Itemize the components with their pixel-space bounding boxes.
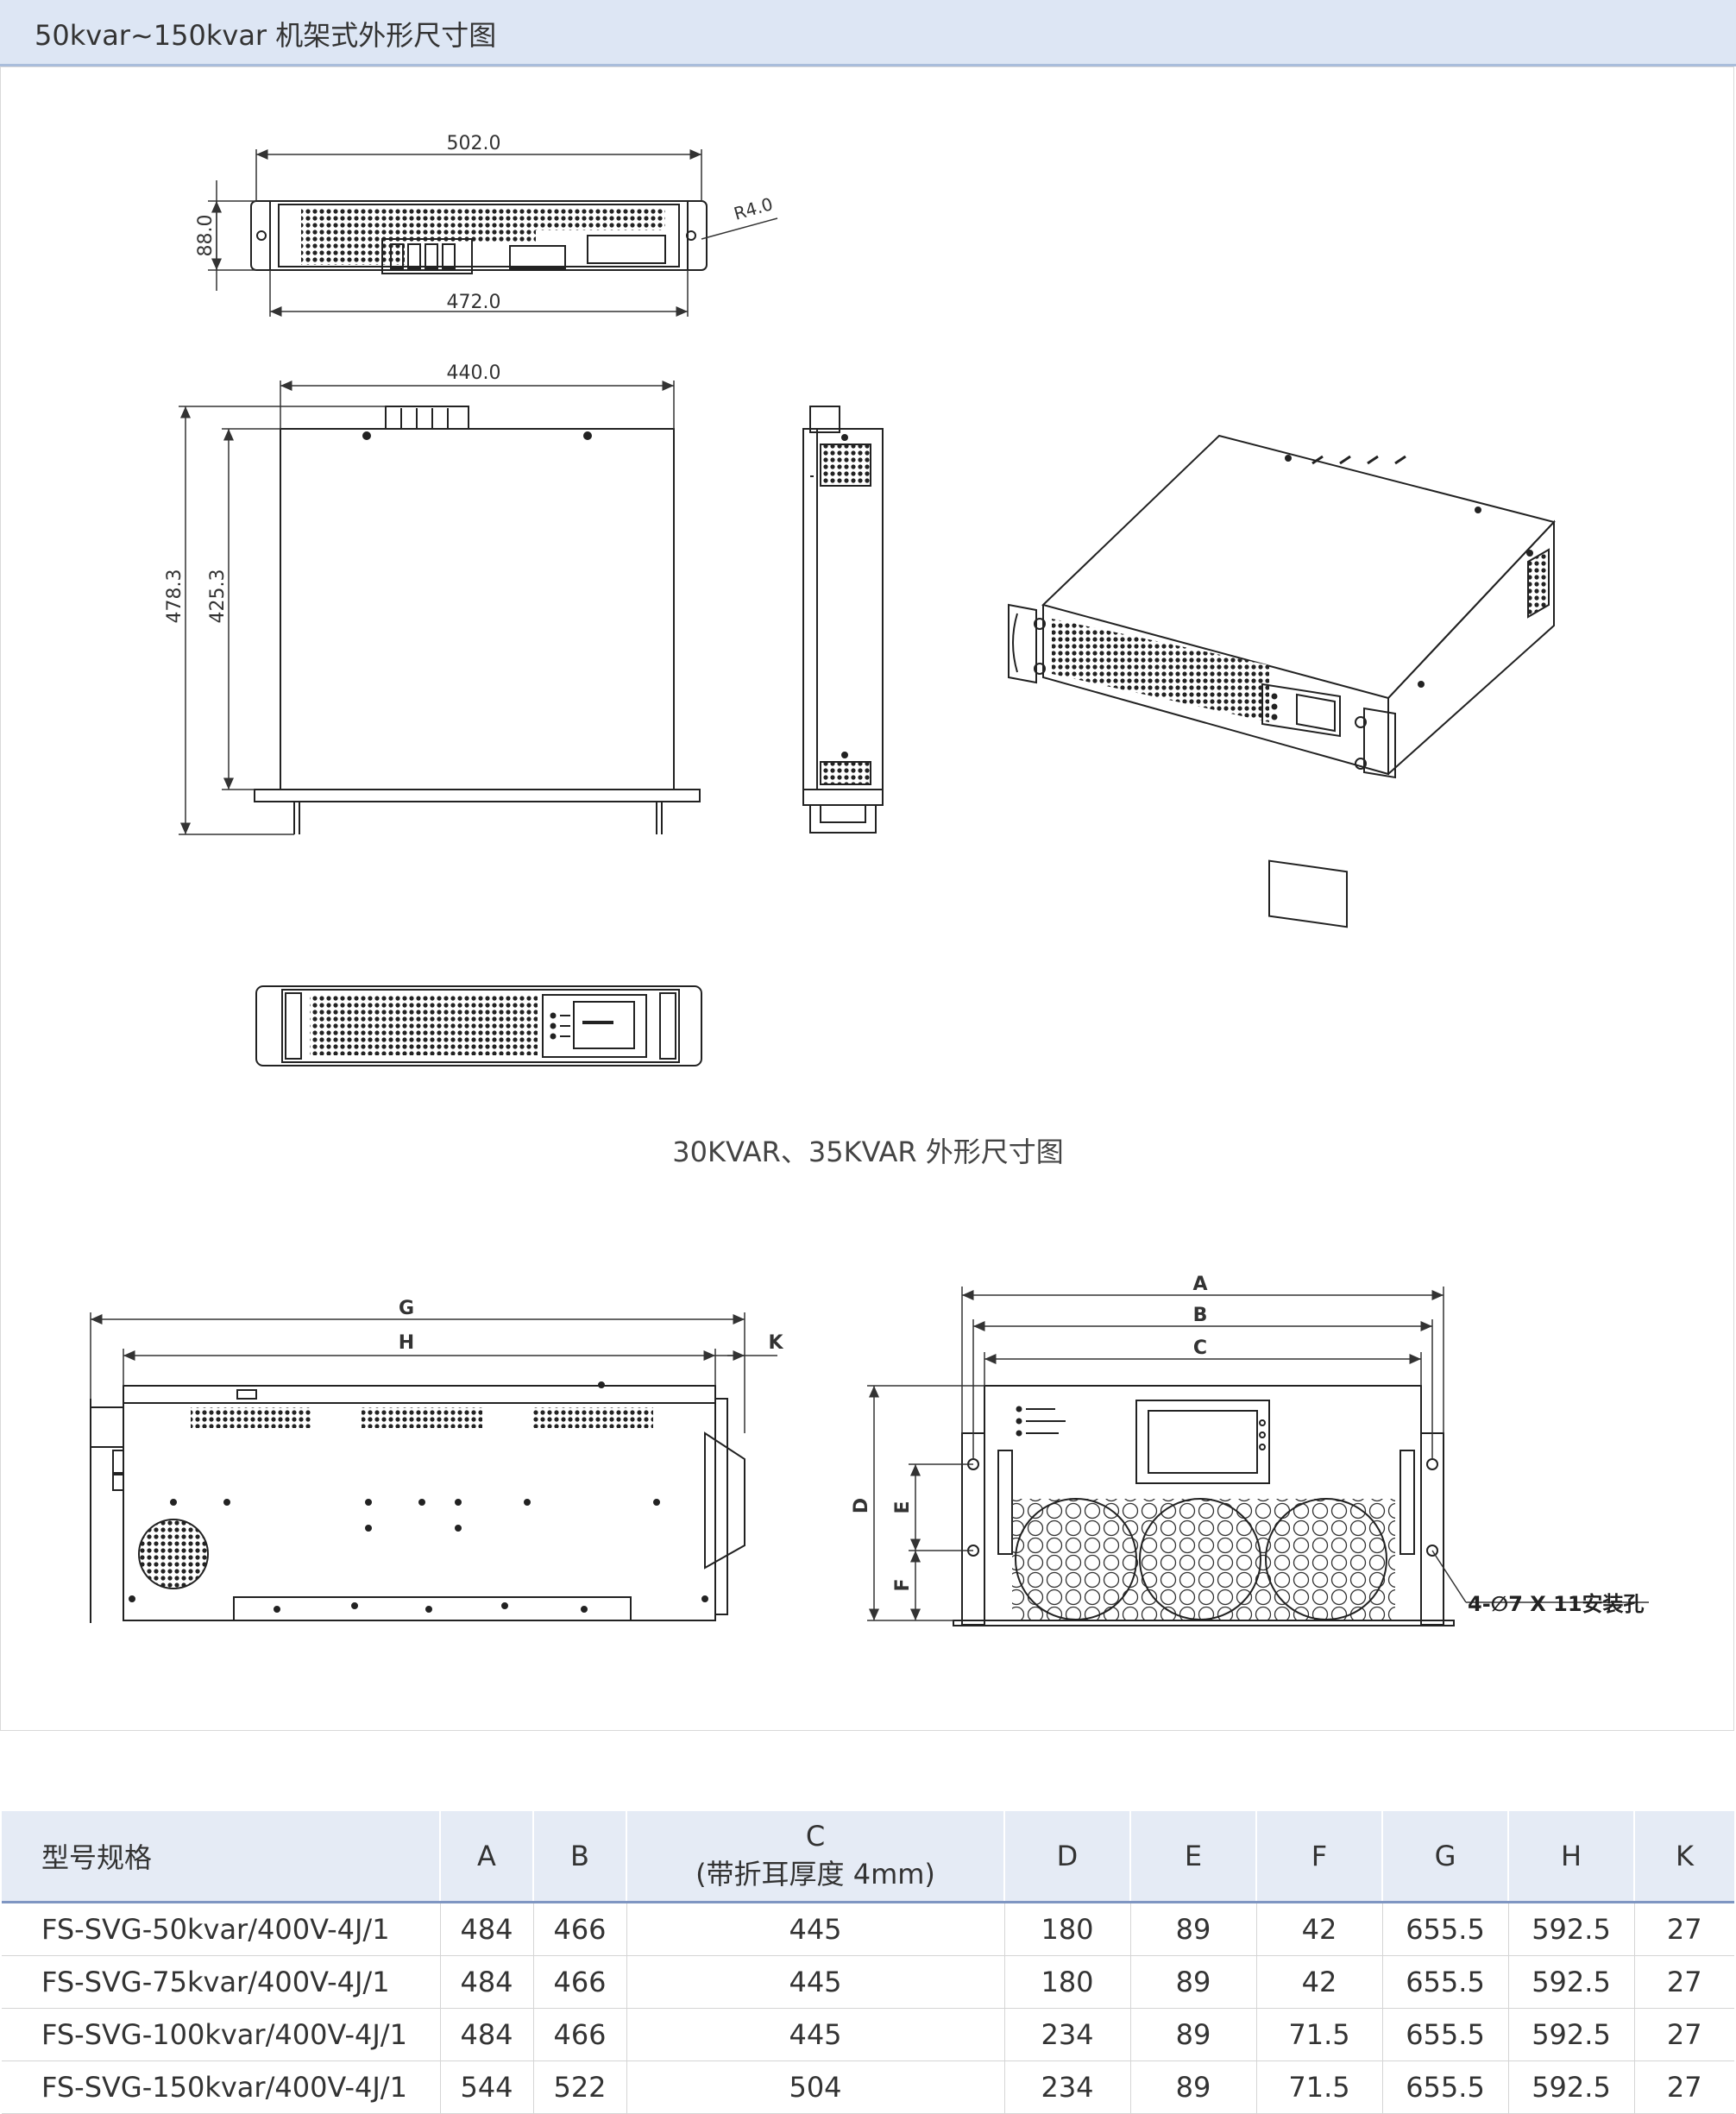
cell-a: 484 [440,2008,534,2061]
cell-b: 466 [533,1955,627,2009]
cell-model: FS-SVG-50kvar/400V-4J/1 [2,1902,441,1956]
isometric-view [1008,434,1556,928]
drawing-panel: 502.0 472.0 88.0 R4.0 440.0 478.3 425.3 [0,66,1734,1731]
table-header-row: 型号规格 A B C (带折耳厚度 4mm) D E F G H K [2,1811,1734,1903]
page-header: 50kvar~150kvar 机架式外形尺寸图 [0,0,1736,66]
cell-g: 655.5 [1382,1955,1509,2009]
cell-f: 71.5 [1256,2061,1383,2114]
label-d: D [851,1498,872,1513]
cell-e: 89 [1130,2061,1257,2114]
cell-f: 42 [1256,1902,1383,1956]
label-c: C [1193,1337,1207,1359]
page-title: 50kvar~150kvar 机架式外形尺寸图 [35,19,497,52]
table-row: FS-SVG-100kvar/400V-4J/1 484 466 445 234… [2,2008,1734,2061]
front-view-dimensions [208,149,778,317]
dimension-table: 型号规格 A B C (带折耳厚度 4mm) D E F G H K FS-SV… [2,1811,1734,2114]
table-row: FS-SVG-50kvar/400V-4J/1 484 466 445 180 … [2,1902,1734,1956]
front-view-top [250,200,708,274]
cell-h: 592.5 [1508,2061,1635,2114]
col-header-g: G [1382,1811,1509,1903]
front-drawing-dimensions [867,1287,1649,1621]
cell-h: 592.5 [1508,2008,1635,2061]
label-b: B [1193,1305,1208,1326]
label-h: H [399,1332,414,1354]
col-header-b: B [533,1811,627,1903]
top-view [254,406,701,834]
label-a: A [1192,1274,1207,1295]
col-header-d: D [1004,1811,1131,1903]
cell-e: 89 [1130,1955,1257,2009]
figure-caption: 30KVAR、35KVAR 外形尺寸图 [672,1136,1064,1168]
technical-drawings: 502.0 472.0 88.0 R4.0 440.0 478.3 425.3 [90,133,1649,1626]
dim-472: 472.0 [447,292,501,313]
col-header-model: 型号规格 [2,1811,441,1903]
cell-model: FS-SVG-75kvar/400V-4J/1 [2,1955,441,2009]
cell-c: 445 [626,1955,1005,2009]
cell-k: 27 [1634,1955,1734,2009]
col-header-e: E [1130,1811,1257,1903]
col-header-c: C (带折耳厚度 4mm) [626,1811,1005,1903]
cell-k: 27 [1634,2008,1734,2061]
cell-f: 42 [1256,1955,1383,2009]
side-drawing-dimensions [90,1312,777,1433]
cell-k: 27 [1634,2061,1734,2114]
cell-c: 504 [626,2061,1005,2114]
cell-d: 180 [1004,1955,1131,2009]
side-view [802,406,884,834]
label-e: E [892,1501,914,1513]
cell-d: 180 [1004,1902,1131,1956]
label-k: K [768,1332,783,1354]
cell-model: FS-SVG-100kvar/400V-4J/1 [2,2008,441,2061]
front-view-lower [255,985,702,1066]
cell-k: 27 [1634,1902,1734,1956]
dim-425: 425.3 [207,569,229,624]
col-header-f: F [1256,1811,1383,1903]
table-row: FS-SVG-150kvar/400V-4J/1 544 522 504 234… [2,2061,1734,2114]
col-header-a: A [440,1811,534,1903]
cell-c: 445 [626,1902,1005,1956]
cell-d: 234 [1004,2008,1131,2061]
dim-478: 478.3 [164,569,186,624]
cell-f: 71.5 [1256,2008,1383,2061]
cell-d: 234 [1004,2061,1131,2114]
cell-b: 466 [533,2008,627,2061]
dim-440: 440.0 [447,362,501,384]
label-f: F [892,1578,914,1591]
label-g: G [399,1298,414,1319]
cell-h: 592.5 [1508,1955,1635,2009]
cell-e: 89 [1130,2008,1257,2061]
table-row: FS-SVG-75kvar/400V-4J/1 484 466 445 180 … [2,1955,1734,2009]
cell-a: 544 [440,2061,534,2114]
col-header-c-note: (带折耳厚度 4mm) [695,1858,935,1891]
top-view-dimensions [179,381,675,835]
col-header-c-label: C [805,1820,826,1853]
cell-g: 655.5 [1382,1902,1509,1956]
col-header-h: H [1508,1811,1635,1903]
cell-a: 484 [440,1955,534,2009]
front-drawing-bottom [953,1385,1455,1626]
cell-h: 592.5 [1508,1902,1635,1956]
dim-r4: R4.0 [732,193,776,224]
cell-b: 466 [533,1902,627,1956]
cell-e: 89 [1130,1902,1257,1956]
dim-502: 502.0 [447,133,501,154]
cell-model: FS-SVG-150kvar/400V-4J/1 [2,2061,441,2114]
cell-a: 484 [440,1902,534,1956]
cell-b: 522 [533,2061,627,2114]
cell-g: 655.5 [1382,2061,1509,2114]
side-drawing-bottom [90,1381,745,1623]
dim-88: 88.0 [195,215,217,257]
mounting-hole-note: 4-∅7 X 11安装孔 [1468,1592,1645,1616]
col-header-k: K [1634,1811,1734,1903]
cell-c: 445 [626,2008,1005,2061]
cell-g: 655.5 [1382,2008,1509,2061]
